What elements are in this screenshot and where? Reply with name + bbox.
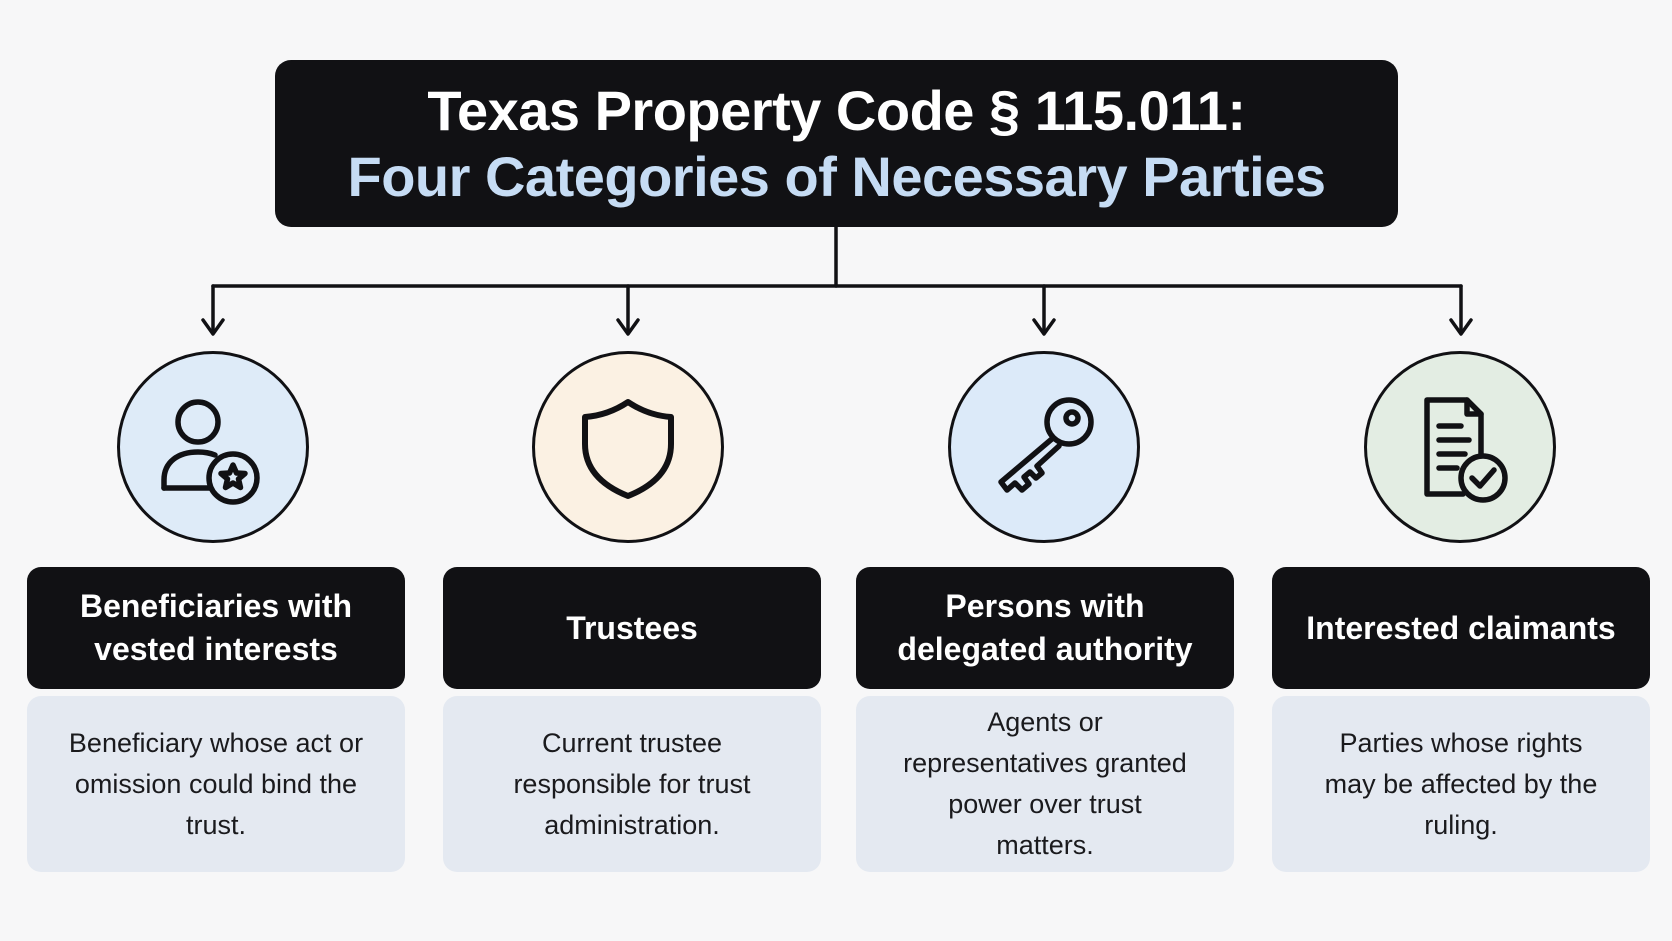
category-3-icon-circle xyxy=(948,351,1140,543)
title-line-1: Texas Property Code § 115.011: xyxy=(427,78,1246,142)
category-4-label-box: Interested claimants xyxy=(1272,567,1650,689)
category-4-label: Interested claimants xyxy=(1306,609,1616,646)
key-icon xyxy=(998,397,1094,493)
shield-icon xyxy=(582,399,674,499)
arrowhead-4 xyxy=(1449,318,1473,336)
arrowhead-2 xyxy=(616,318,640,336)
category-1-icon-circle xyxy=(117,351,309,543)
document-check-icon xyxy=(1424,397,1508,503)
category-1-description-box: Beneficiary whose act or omission could … xyxy=(27,696,405,872)
category-3-label: Persons with delegated authority xyxy=(897,588,1193,667)
title-subtitle: Four Categories of Necessary Parties xyxy=(347,144,1326,208)
title-box: Texas Property Code § 115.011: Four Cate… xyxy=(275,60,1398,227)
category-2-label: Trustees xyxy=(566,609,698,646)
category-3-description: Agents or representatives granted power … xyxy=(903,707,1187,860)
category-4-description-box: Parties whose rights may be affected by … xyxy=(1272,696,1650,872)
category-2-label-box: Trustees xyxy=(443,567,821,689)
arrowhead-1 xyxy=(201,318,225,336)
category-2-icon-circle xyxy=(532,351,724,543)
category-2-description: Current trustee responsible for trust ad… xyxy=(513,727,751,840)
arrowhead-3 xyxy=(1032,318,1056,336)
category-1-label-box: Beneficiaries with vested interests xyxy=(27,567,405,689)
category-4-description: Parties whose rights may be affected by … xyxy=(1324,727,1598,840)
person-star-icon xyxy=(161,399,260,505)
category-4-icon-circle xyxy=(1364,351,1556,543)
category-1-label: Beneficiaries with vested interests xyxy=(79,588,353,667)
category-3-label-box: Persons with delegated authority xyxy=(856,567,1234,689)
category-1-description: Beneficiary whose act or omission could … xyxy=(68,727,364,840)
category-2-description-box: Current trustee responsible for trust ad… xyxy=(443,696,821,872)
category-3-description-box: Agents or representatives granted power … xyxy=(856,696,1234,872)
